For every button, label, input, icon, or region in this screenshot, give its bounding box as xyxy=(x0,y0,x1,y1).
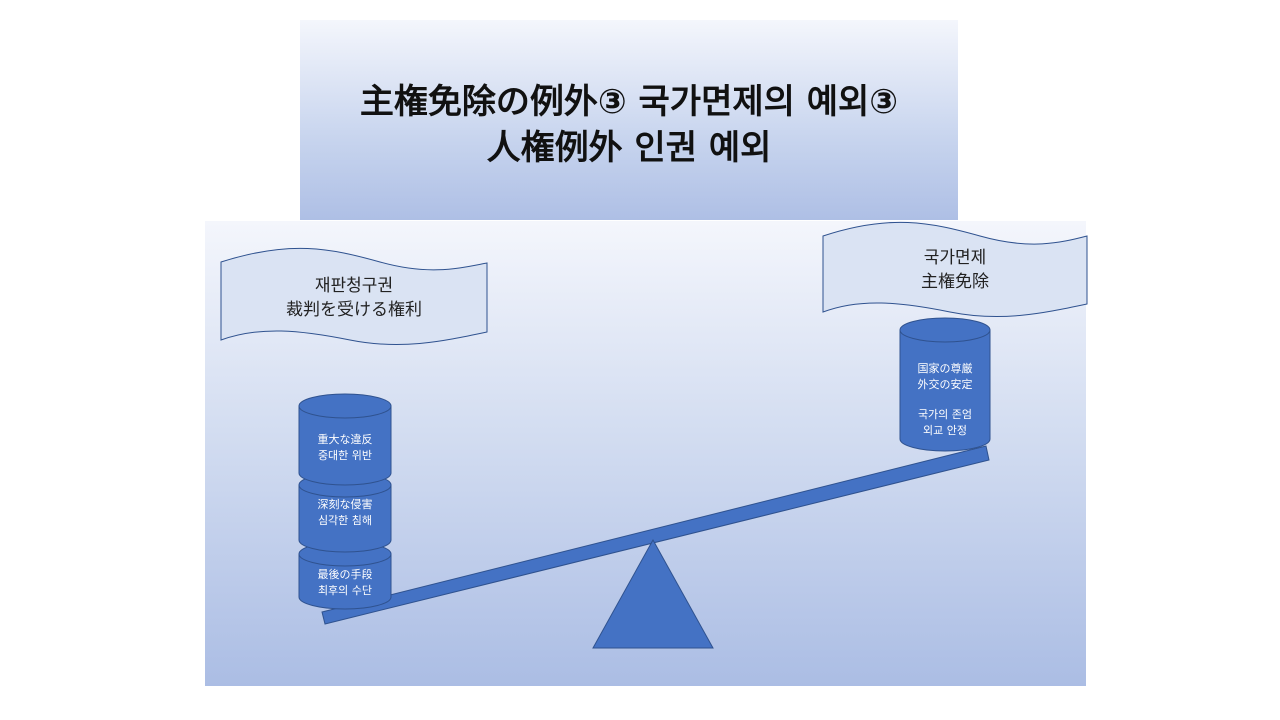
drum-top-label: 重大な違反 중대한 위반 xyxy=(299,432,391,464)
drum-middle-ja: 深刻な侵害 xyxy=(317,498,373,511)
right-drum-ja-2: 外交の安定 xyxy=(917,378,973,391)
fulcrum-triangle xyxy=(592,538,714,649)
right-drum xyxy=(899,317,991,452)
right-flag-label: 국가면제 主権免除 xyxy=(823,246,1087,294)
right-drum-label: 国家の尊厳 外交の安定 국가의 존엄 외교 안정 xyxy=(900,361,990,439)
drum-bottom-ja: 最後の手段 xyxy=(317,568,373,581)
seesaw-plank xyxy=(321,445,990,625)
right-drum-ko-1: 국가의 존엄 xyxy=(917,408,973,421)
drum-top xyxy=(298,405,392,486)
right-drum-ko-2: 외교 안정 xyxy=(923,424,967,437)
right-flag-banner xyxy=(822,221,1088,318)
right-flag-line-1: 국가면제 xyxy=(923,248,987,268)
drum-bottom-ko: 최후의 수단 xyxy=(317,584,373,597)
title-line-1: 主権免除の例外③ 국가면제의 예외③ xyxy=(359,82,899,122)
left-flag-line-2: 裁判を受ける権利 xyxy=(286,300,422,320)
drum-top-ko: 중대한 위반 xyxy=(317,449,373,462)
right-flag-line-2: 主権免除 xyxy=(921,272,989,292)
right-drum-ja-1: 国家の尊厳 xyxy=(917,362,973,375)
drum-middle-label: 深刻な侵害 심각한 침해 xyxy=(299,497,391,529)
title-line-2: 人権例外 인권 예외 xyxy=(486,128,772,168)
drum-middle xyxy=(298,484,392,553)
drum-middle-ko: 심각한 침해 xyxy=(317,514,373,527)
drum-bottom xyxy=(298,553,392,610)
title-panel: 主権免除の例外③ 국가면제의 예외③ 人権例外 인권 예외 xyxy=(300,20,958,220)
left-flag-banner xyxy=(220,247,488,346)
left-flag-label: 재판청구권 裁判を受ける権利 xyxy=(221,274,487,322)
drum-bottom-label: 最後の手段 최후의 수단 xyxy=(299,567,391,599)
left-drum-stack xyxy=(298,393,392,610)
left-flag-line-1: 재판청구권 xyxy=(314,276,394,296)
drum-top-ja: 重大な違反 xyxy=(317,433,373,446)
